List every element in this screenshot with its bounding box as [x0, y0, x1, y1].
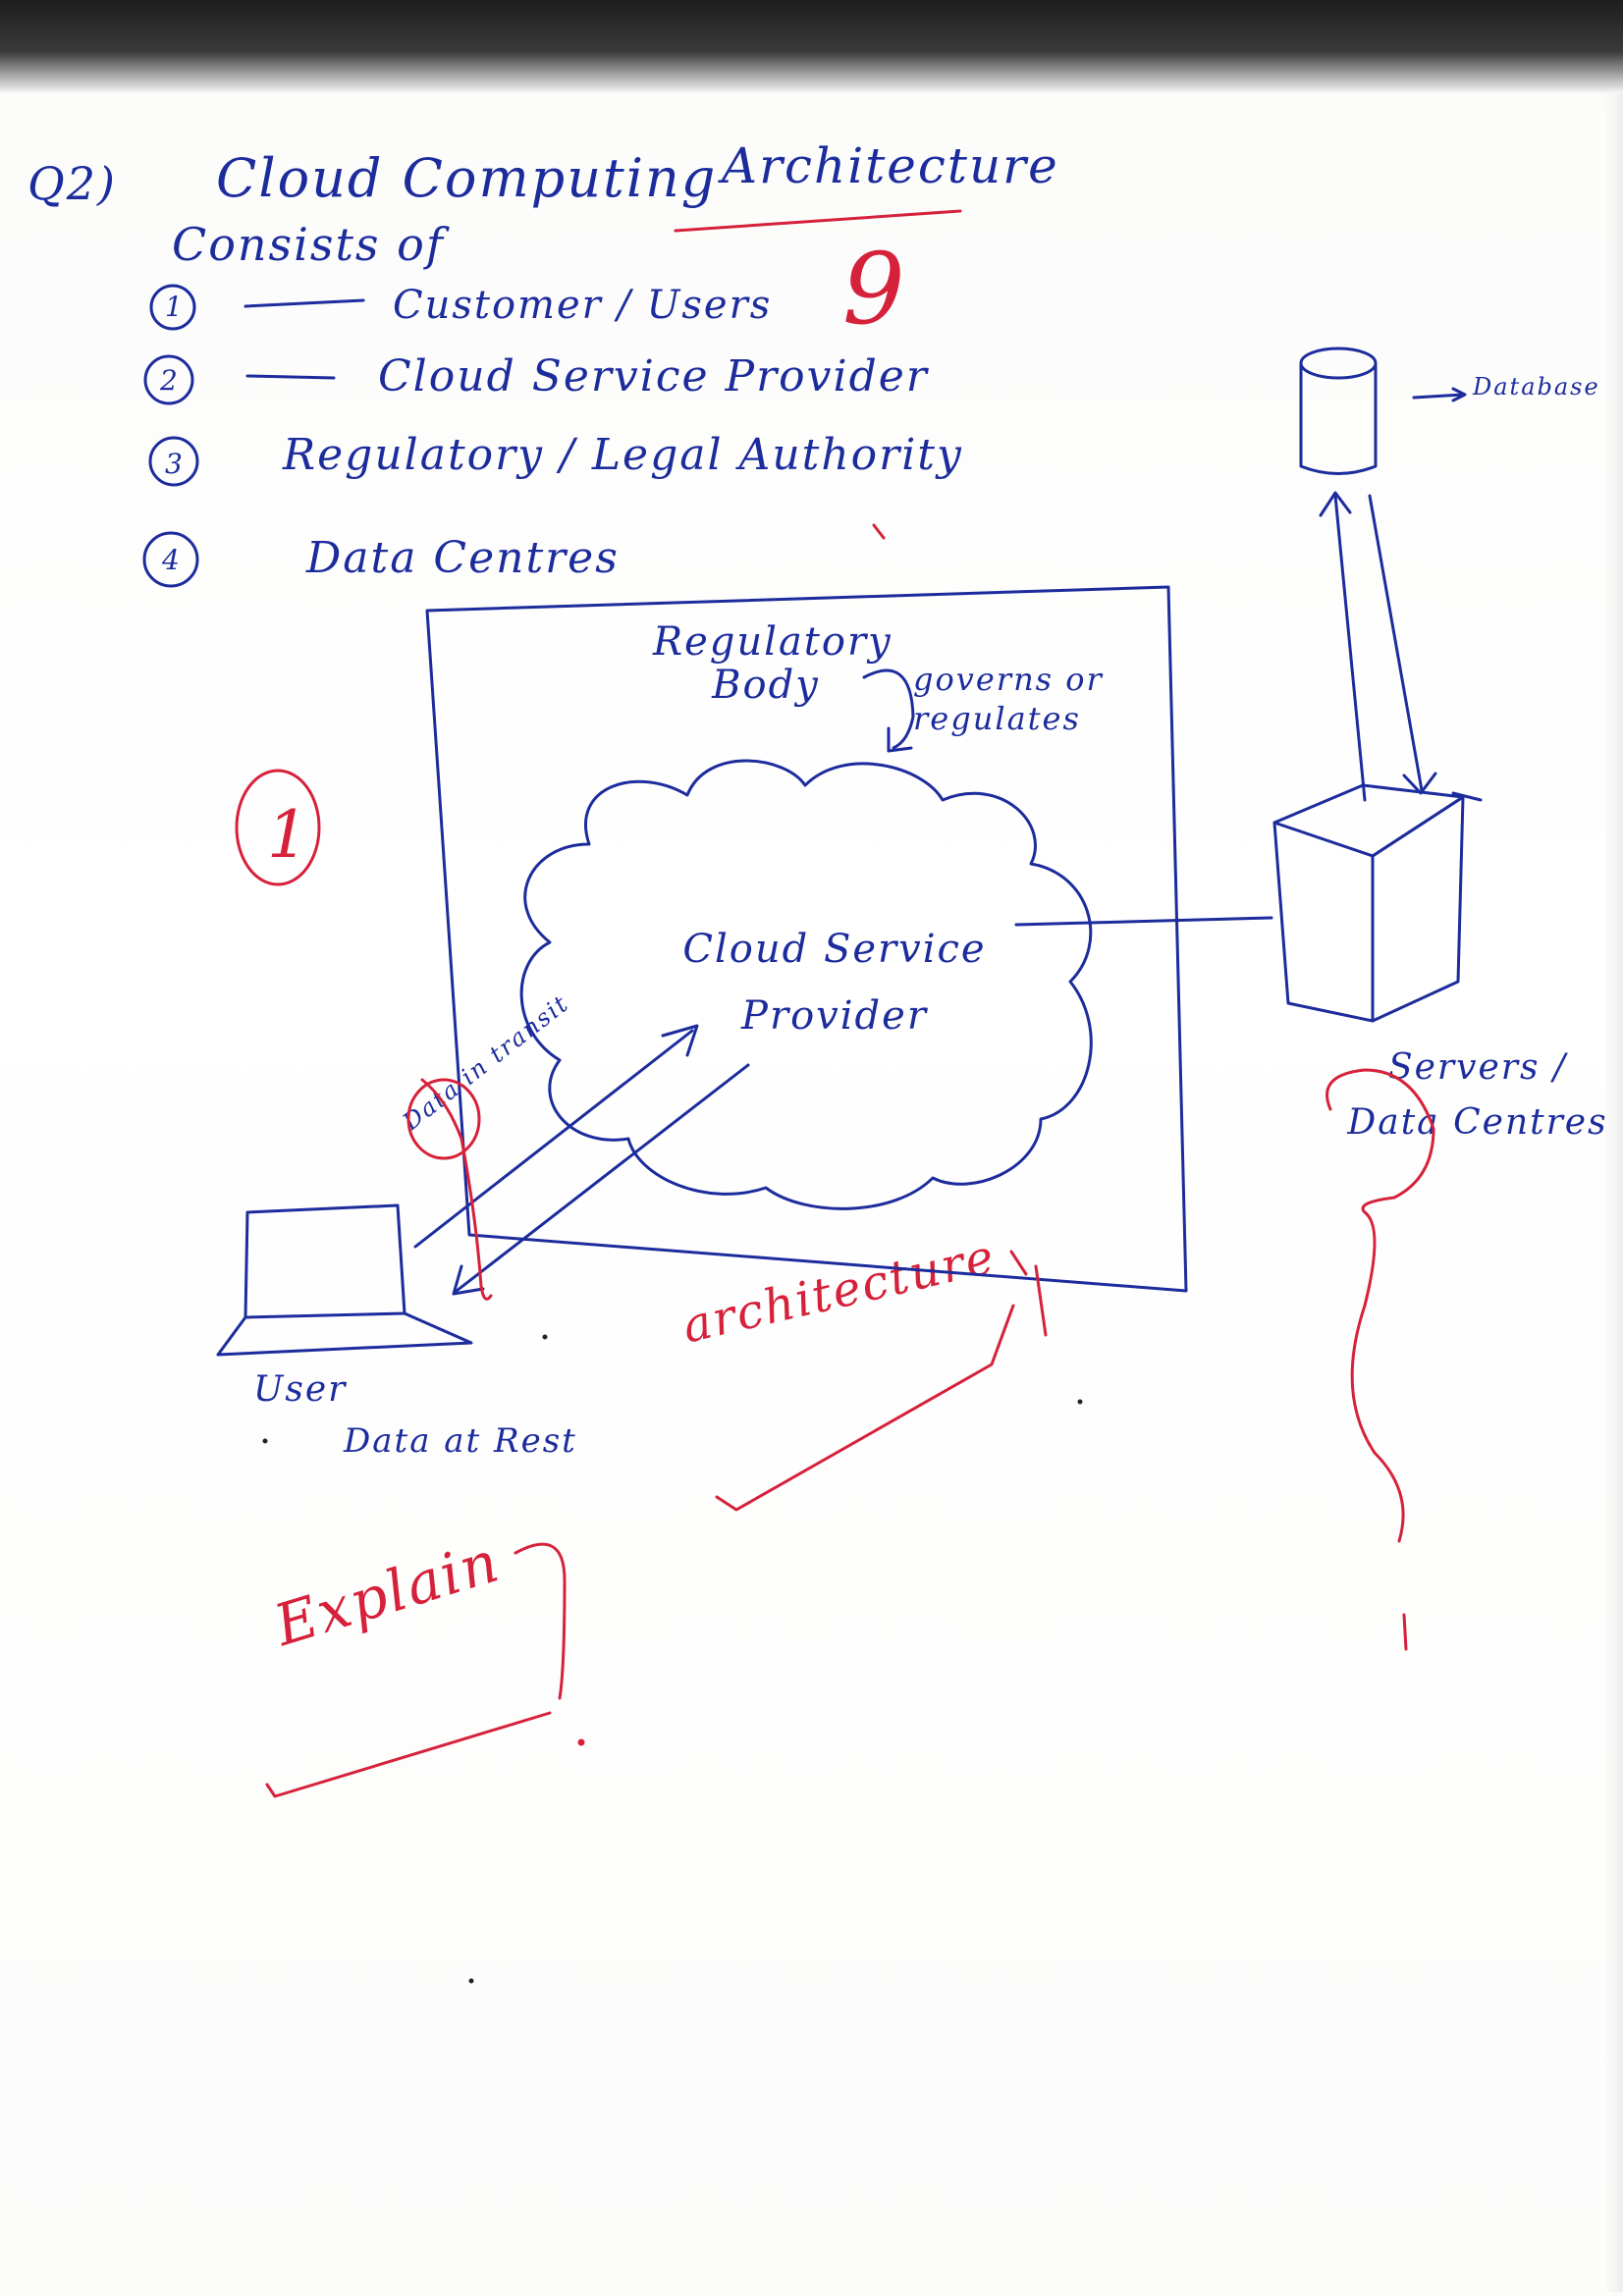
grading-circle-icon [406, 1078, 481, 1160]
grading-tick [872, 523, 886, 540]
stray-dot [262, 1438, 268, 1444]
governs-note: governs or regulates [913, 661, 1104, 737]
arrow-head-icon [452, 1264, 485, 1296]
laptop-icon [243, 1203, 406, 1319]
score-top: 9 [842, 232, 907, 347]
grading-tick [1034, 1264, 1048, 1337]
marker-circle-4-icon [142, 531, 199, 588]
servers-data-centres-label: Servers / Data Centres [1347, 1047, 1608, 1143]
database-icon [1299, 347, 1378, 380]
arrow-head-icon [887, 726, 913, 753]
grading-loop [1325, 1068, 1435, 1543]
list-item-1: Customer / Users [393, 283, 773, 328]
database-pointer-arrow [1412, 393, 1465, 400]
db-server-link-down [1368, 494, 1424, 792]
database-icon [1299, 361, 1378, 475]
scan-top-edge [0, 0, 1623, 93]
transit-arrow-up [413, 1029, 694, 1249]
question-mark-hook [514, 1542, 567, 1700]
heading-architecture: Architecture [722, 137, 1059, 194]
strikethrough-scribble [245, 374, 336, 380]
comment-underline [715, 1304, 1015, 1512]
score-circle-icon [235, 769, 321, 886]
arrow-head-icon [1319, 491, 1352, 517]
score-left: 1 [267, 797, 310, 873]
grading-underline [674, 209, 962, 233]
heading-cloud-computing: Cloud Computing [216, 147, 718, 209]
list-marker-2: 2 [160, 364, 180, 397]
list-marker-4: 4 [162, 544, 182, 576]
list-item-4: Data Centres [306, 533, 620, 583]
laptop-icon [216, 1311, 473, 1357]
question-mark-dot [577, 1738, 585, 1746]
grading-bracket [420, 1078, 493, 1301]
server-icon [1371, 795, 1465, 1023]
arrow-head-icon [661, 1024, 699, 1057]
scan-right-edge [1605, 93, 1623, 2292]
stray-dot [468, 1978, 474, 1984]
transit-arrow-down [455, 1063, 750, 1293]
db-server-link-up [1333, 494, 1367, 802]
connector-line [1014, 916, 1273, 927]
comment-underline [265, 1711, 552, 1798]
regulatory-body-label: Regulatory Body [653, 619, 893, 708]
user-label: User [253, 1369, 348, 1410]
arrow-head-icon [1451, 387, 1467, 402]
database-label: Database [1473, 373, 1600, 400]
grading-tick [1009, 1250, 1028, 1276]
marker-circle-2-icon [143, 354, 194, 405]
grading-tick [1402, 1613, 1408, 1651]
marker-circle-3-icon [148, 436, 199, 487]
cloud-shape [519, 759, 1093, 1210]
strikethrough-scribble [243, 298, 365, 308]
consists-of-label: Consists of [172, 218, 445, 271]
list-marker-3: 3 [165, 448, 185, 480]
cloud-service-provider-label: Cloud Service Provider [682, 927, 987, 1039]
governs-arrow [862, 668, 915, 750]
server-icon [1272, 821, 1375, 1023]
stray-dot [1077, 1399, 1083, 1405]
marker-circle-1-icon [149, 284, 196, 331]
stray-dot [542, 1334, 548, 1340]
server-icon [1272, 783, 1465, 858]
list-item-3: Regulatory / Legal Authority [283, 430, 963, 480]
list-marker-1: 1 [165, 291, 185, 323]
data-at-rest-label: Data at Rest [344, 1421, 577, 1461]
regulatory-body-box [425, 585, 1188, 1293]
list-item-2: Cloud Service Provider [378, 351, 929, 401]
server-icon [1451, 791, 1483, 802]
question-number: Q2) [27, 157, 117, 210]
